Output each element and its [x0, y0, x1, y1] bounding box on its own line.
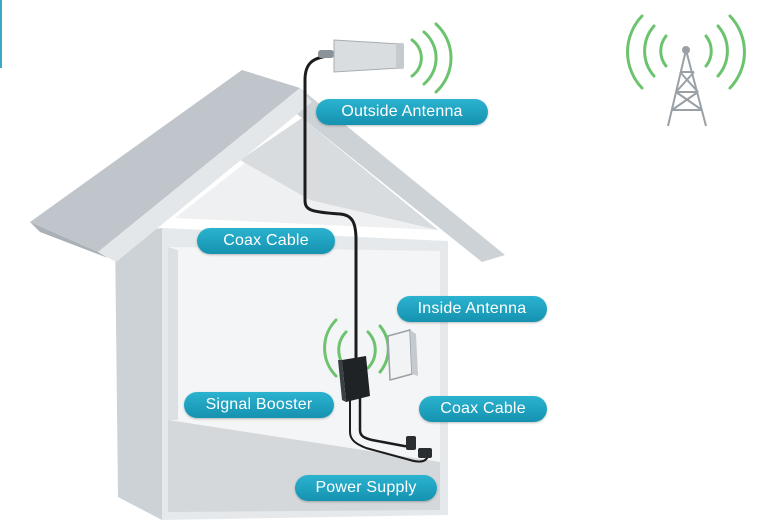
inside-antenna-label: Inside Antenna — [397, 296, 547, 322]
outside-antenna-waves — [410, 22, 453, 94]
roof-left-edge — [30, 222, 108, 258]
outside-antenna-label: Outside Antenna — [316, 99, 488, 125]
roof-trim — [98, 88, 312, 262]
coax-cable-top-label: Coax Cable — [197, 228, 335, 254]
signal-booster-icon — [338, 356, 370, 402]
roof-left — [30, 70, 300, 252]
attic-shadow — [240, 118, 438, 230]
power-supply-icon — [406, 436, 432, 458]
coax-cable-bottom-label: Coax Cable — [419, 396, 547, 422]
roof-right — [292, 88, 505, 262]
inside-antenna-icon — [387, 329, 418, 381]
power-supply-label: Power Supply — [295, 475, 437, 501]
cell-tower-icon — [667, 46, 707, 127]
house-side-wall — [115, 228, 162, 520]
interior-side-shade — [168, 247, 178, 420]
power-cable-line — [349, 398, 429, 463]
outside-antenna-icon — [318, 39, 404, 73]
coax-cable-outside-line — [303, 54, 358, 372]
signal-booster-label: Signal Booster — [184, 392, 334, 418]
